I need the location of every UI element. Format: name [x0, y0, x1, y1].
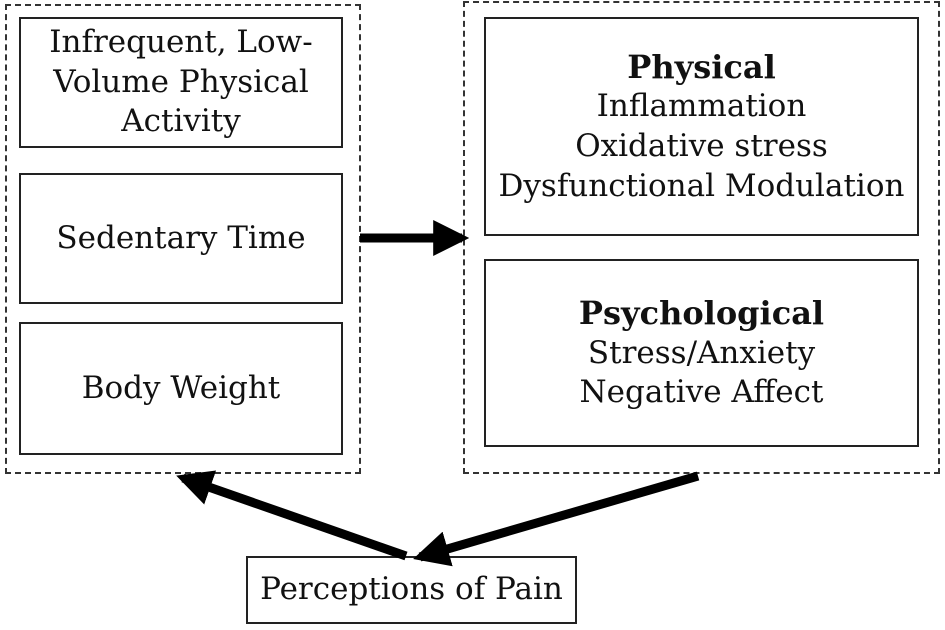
physical-title: Physical	[627, 47, 776, 86]
perceptions-of-pain-box: Perceptions of Pain	[246, 556, 577, 624]
sedentary-time-box: Sedentary Time	[19, 173, 343, 304]
physical-item-dysfunctional-modulation: Dysfunctional Modulation	[498, 167, 905, 204]
psychological-item-stress-anxiety: Stress/Anxiety	[587, 334, 816, 371]
perceptions-of-pain-label: Perceptions of Pain	[260, 571, 563, 608]
physical-item-oxidative-stress: Oxidative stress	[575, 128, 828, 165]
psychological-mechanisms-box: Psychological Stress/Anxiety Negative Af…	[484, 259, 919, 447]
arrow-right-to-pain	[413, 471, 700, 567]
physical-mechanisms-box: Physical Inflammation Oxidative stress D…	[484, 17, 919, 236]
psychological-title: Psychological	[578, 293, 825, 332]
physical-item-inflammation: Inflammation	[596, 88, 807, 125]
psychological-item-negative-affect: Negative Affect	[579, 374, 824, 411]
body-weight-label: Body Weight	[81, 369, 281, 406]
body-weight-box: Body Weight	[19, 322, 343, 455]
physical-activity-label: Infrequent, Low- Volume Physical Activit…	[49, 23, 313, 140]
arrow-pain-to-left	[176, 470, 408, 561]
sedentary-time-label: Sedentary Time	[56, 219, 306, 256]
physical-activity-box: Infrequent, Low- Volume Physical Activit…	[19, 17, 343, 148]
